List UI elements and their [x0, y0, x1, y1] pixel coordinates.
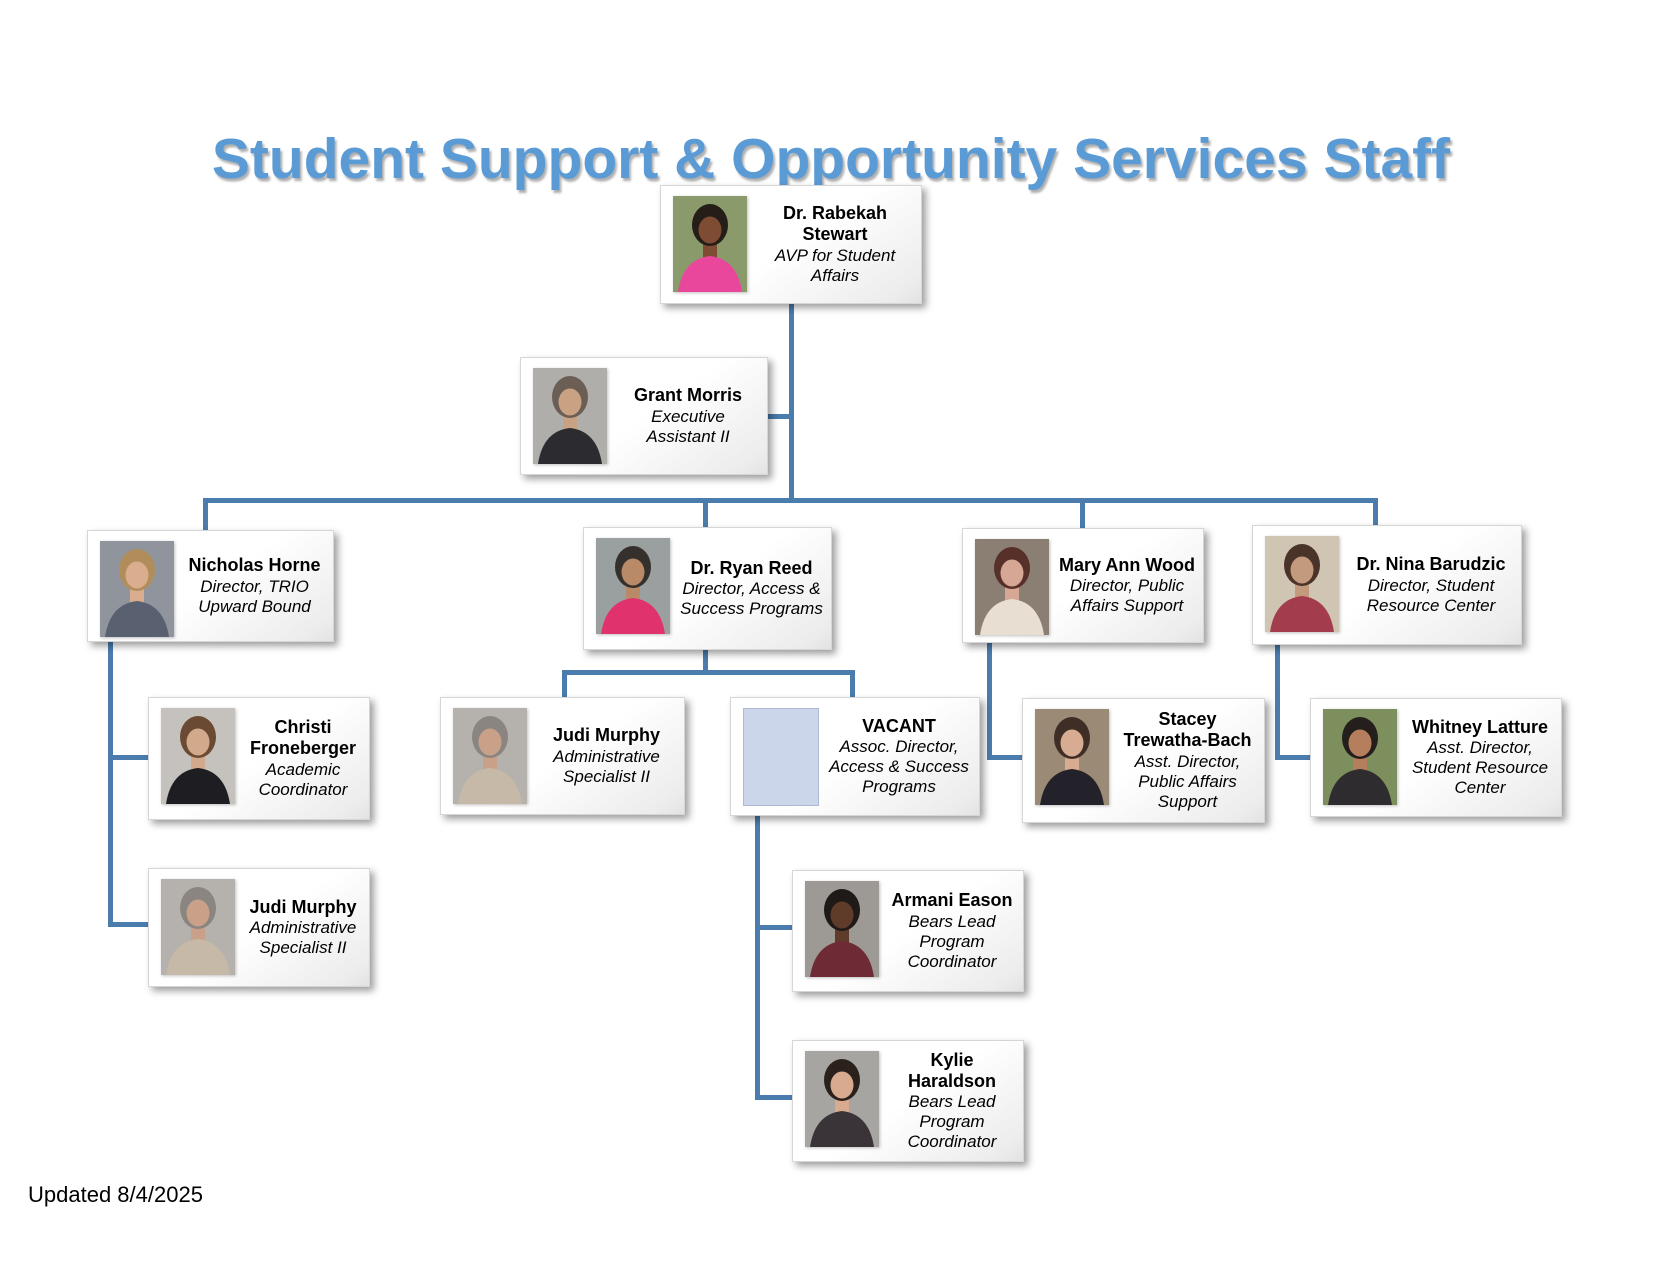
person-name: Dr. Rabekah Stewart: [782, 203, 888, 245]
org-card-christi-froneberger: Christi Froneberger Academic Coordinator: [148, 697, 370, 820]
portrait-photo: [975, 539, 1049, 635]
person-role: Academic Coordinator: [258, 759, 348, 799]
connector-line: [108, 640, 113, 927]
person-name: Whitney Latture: [1411, 716, 1548, 737]
person-role: Director, TRIO Upward Bound: [198, 576, 311, 616]
connector-line: [562, 670, 855, 675]
vacant-photo-placeholder: [743, 708, 819, 806]
person-name: Grant Morris: [633, 385, 743, 406]
person-name: VACANT: [862, 715, 936, 736]
person-name: Dr. Ryan Reed: [690, 557, 813, 578]
connector-line: [562, 670, 567, 698]
org-card-nicholas-horne: Nicholas Horne Director, TRIO Upward Bou…: [87, 530, 334, 642]
org-card-stacey-trewatha-bach: Stacey Trewatha-Bach Asst. Director, Pub…: [1022, 698, 1265, 823]
connector-line: [1373, 498, 1378, 527]
connector-line: [1275, 642, 1280, 760]
person-role: Asst. Director, Public Affairs Support: [1134, 751, 1241, 811]
person-role: AVP for Student Affairs: [774, 245, 896, 285]
connector-line: [1080, 498, 1085, 530]
connector-line: [203, 498, 1378, 503]
person-role: Executive Assistant II: [646, 406, 730, 446]
connector-line: [850, 670, 855, 698]
connector-line: [108, 755, 148, 760]
connector-line: [755, 813, 760, 1100]
org-card-whitney-latture: Whitney Latture Asst. Director, Student …: [1310, 698, 1562, 817]
portrait-photo: [453, 708, 527, 804]
org-card-ryan-reed: Dr. Ryan Reed Director, Access & Success…: [583, 527, 832, 650]
portrait-photo: [1323, 709, 1397, 805]
person-role: Asst. Director, Student Resource Center: [1411, 738, 1549, 798]
portrait-photo: [161, 879, 235, 975]
portrait-photo: [805, 1051, 879, 1147]
portrait-photo: [673, 196, 747, 292]
person-name: Stacey Trewatha-Bach: [1123, 709, 1252, 751]
portrait-photo: [1265, 536, 1339, 632]
person-name: Kylie Haraldson: [907, 1049, 997, 1091]
connector-line: [987, 640, 992, 760]
updated-date-label: Updated 8/4/2025: [28, 1182, 203, 1207]
person-role: Assoc. Director, Access & Success Progra…: [829, 737, 969, 797]
portrait-photo: [533, 368, 607, 464]
connector-line: [1275, 755, 1311, 760]
org-card-grant-morris: Grant Morris Executive Assistant II: [520, 357, 768, 475]
connector-line: [755, 1095, 793, 1100]
connector-line: [203, 498, 208, 532]
connector-line: [789, 302, 794, 500]
person-name: Armani Eason: [891, 890, 1013, 911]
person-name: Nicholas Horne: [188, 555, 321, 576]
connector-line: [987, 755, 1023, 760]
person-name: Judi Murphy: [553, 725, 660, 746]
person-role: Bears Lead Program Coordinator: [907, 911, 997, 971]
org-card-armani-eason: Armani Eason Bears Lead Program Coordina…: [792, 870, 1024, 992]
person-name: Christi Froneberger: [249, 717, 357, 759]
person-role: Bears Lead Program Coordinator: [907, 1092, 997, 1152]
person-role: Director, Student Resource Center: [1366, 575, 1496, 615]
portrait-photo: [805, 881, 879, 977]
org-card-rabekah-stewart: Dr. Rabekah Stewart AVP for Student Affa…: [660, 185, 922, 304]
org-card-judi-murphy-trio: Judi Murphy Administrative Specialist II: [148, 868, 370, 987]
org-card-nina-barudzic: Dr. Nina Barudzic Director, Student Reso…: [1252, 525, 1522, 645]
person-name: Mary Ann Wood: [1059, 554, 1195, 575]
connector-line: [703, 498, 708, 529]
org-card-judi-murphy-access: Judi Murphy Administrative Specialist II: [440, 697, 685, 815]
org-card-kylie-haraldson: Kylie Haraldson Bears Lead Program Coord…: [792, 1040, 1024, 1162]
person-role: Administrative Specialist II: [249, 918, 357, 958]
portrait-photo: [596, 538, 670, 634]
connector-line: [766, 414, 791, 419]
person-name: Dr. Nina Barudzic: [1356, 554, 1506, 575]
connector-line: [108, 922, 148, 927]
person-name: Judi Murphy: [249, 896, 357, 917]
portrait-photo: [161, 708, 235, 804]
person-role: Director, Public Affairs Support: [1069, 576, 1185, 616]
person-role: Administrative Specialist II: [553, 746, 660, 786]
person-role: Director, Access & Success Programs: [680, 579, 823, 619]
org-card-mary-ann-wood: Mary Ann Wood Director, Public Affairs S…: [962, 528, 1204, 643]
page-title: Student Support & Opportunity Services S…: [211, 127, 1451, 192]
org-card-vacant-assoc-director: VACANT Assoc. Director, Access & Success…: [730, 697, 980, 816]
portrait-photo: [1035, 709, 1109, 805]
portrait-photo: [100, 541, 174, 637]
connector-line: [755, 925, 793, 930]
connector-line: [703, 645, 708, 674]
